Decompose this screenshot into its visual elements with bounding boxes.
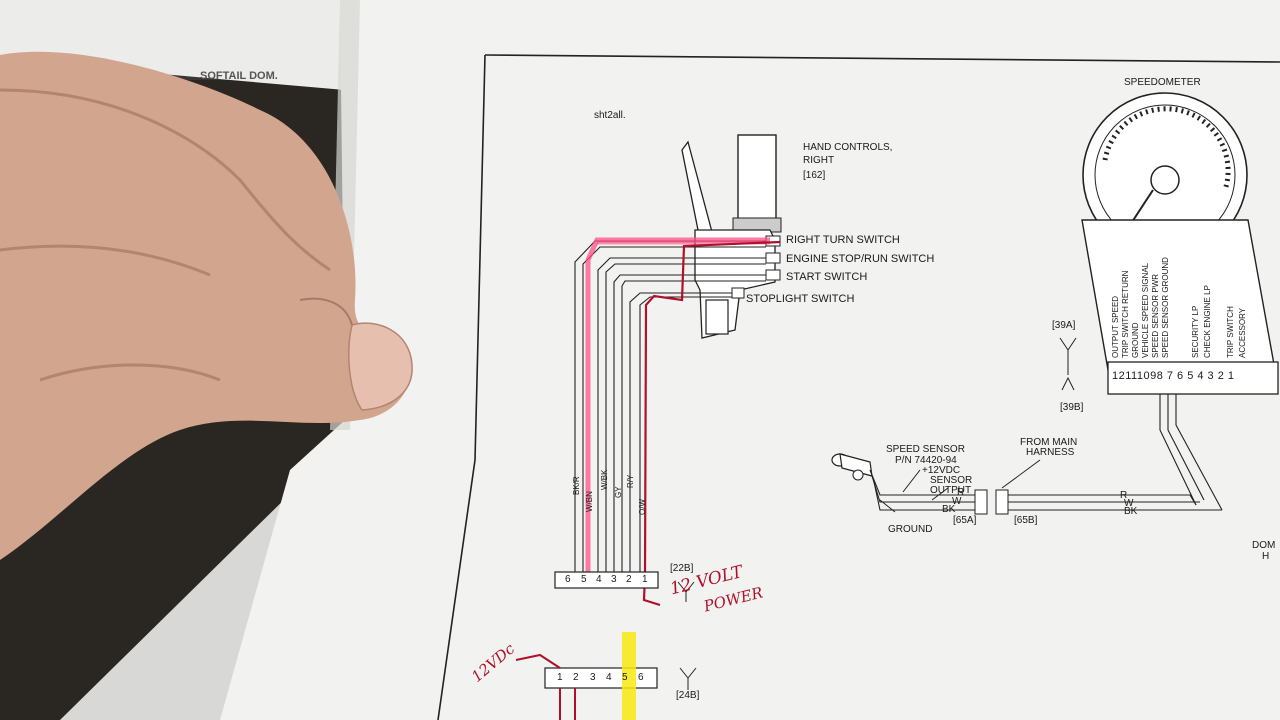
switch-label: STOPLIGHT SWITCH [746, 293, 855, 305]
connector-pin: 2 [626, 574, 632, 585]
speed-sensor-pn: P/N 74420-94 [895, 455, 957, 466]
sensor-ref-65b: [65B] [1014, 515, 1038, 526]
connector-pin: 1 [557, 672, 563, 683]
speedo-pin-function: OUTPUT SPEED [1111, 295, 1120, 358]
sensor-wire-color: R [1120, 490, 1128, 501]
speedo-pin-function: SPEED SENSOR PWR [1151, 273, 1160, 358]
speedo-pin-function: SECURITY LP [1191, 305, 1200, 358]
wire-label: R/Y [626, 474, 635, 488]
connector-pin: 1 [642, 574, 648, 585]
speed-sensor-output-2: OUTPUT [930, 485, 972, 496]
back-page-title: SOFTAIL DOM. [200, 70, 278, 82]
connector-pin: 4 [596, 574, 602, 585]
from-main-harness-1: FROM MAIN [1020, 437, 1078, 448]
connector-pin: 5 [622, 672, 628, 683]
yellow-highlight [622, 632, 636, 720]
red-pen-trace [642, 240, 781, 607]
pink-highlight-wire [585, 237, 770, 585]
speedo-pin-function: VEHICLE SPEED SIGNAL [1141, 262, 1150, 358]
connector-pin: 4 [606, 672, 612, 683]
speedo-ref-39b: [39B] [1060, 402, 1084, 413]
hand-controls-title-1: HAND CONTROLS, [803, 142, 893, 153]
speed-sensor-ground: GROUND [888, 524, 933, 535]
speedometer-title: SPEEDOMETER [1124, 77, 1201, 88]
switch-label: START SWITCH [786, 271, 868, 283]
hand-controls-ref: [162] [803, 170, 826, 181]
hand [0, 51, 413, 560]
sensor-ref-65a: [65A] [953, 515, 977, 526]
sensor-wire-color: BK [1124, 506, 1138, 517]
connector-pin: 2 [573, 672, 579, 683]
connector-pin: 3 [590, 672, 596, 683]
sensor-wire-color: BK [942, 504, 956, 515]
speed-sensor-output-1: SENSOR [930, 475, 973, 486]
connector-pin: 3 [611, 574, 617, 585]
hand-controls-title-2: RIGHT [803, 155, 835, 166]
wire-label: W/BN [585, 491, 594, 512]
speedo-pin-function: SPEED SENSOR GROUND [1161, 257, 1170, 358]
speedo-ref-39a: [39A] [1052, 320, 1076, 331]
right-edge-text-1: DOM [1252, 540, 1276, 551]
wire-label: BK/R [572, 476, 581, 495]
speedometer-connector [1107, 361, 1279, 395]
speed-sensor-12v: +12VDC [922, 465, 961, 476]
speed-sensor-icon [831, 453, 873, 481]
switch-label: RIGHT TURN SWITCH [786, 234, 900, 246]
connector-pin: 5 [581, 574, 587, 585]
wire-label: O/W [638, 499, 647, 515]
connector-22b-ref: [22B] [670, 563, 694, 574]
connector-24b-ref: [24B] [676, 690, 700, 701]
connector-pin: 6 [565, 574, 571, 585]
speedo-pin-function: TRIP SWITCH [1226, 306, 1235, 358]
speedo-pin-function: ACCESSORY [1238, 307, 1247, 358]
speedo-pin-function: TRIP SWITCH RETURN [1121, 270, 1130, 358]
sheet-id: sht2all. [594, 110, 626, 121]
sensor-wire-color: W [952, 496, 962, 507]
speedo-pin-numbers: 12111098 7 6 5 4 3 2 1 [1112, 370, 1235, 382]
speed-sensor-title: SPEED SENSOR [886, 444, 965, 455]
throttle-grip-icon [737, 134, 777, 226]
sensor-wire-color: W [1124, 498, 1134, 509]
sensor-wires [869, 469, 1222, 511]
main-paper [220, 0, 1280, 720]
right-edge-text-2: H [1262, 551, 1270, 562]
from-main-harness-2: HARNESS [1026, 447, 1075, 458]
switch-label: ENGINE STOP/RUN SWITCH [786, 253, 935, 265]
speedo-pin-function: GROUND [1131, 322, 1140, 358]
wire-label: GY [614, 486, 623, 498]
connector-22b-body [554, 571, 659, 589]
connector-pin: 6 [638, 672, 644, 683]
speedo-pin-function: CHECK ENGINE LP [1203, 285, 1212, 358]
wire-label: W/BK [600, 469, 609, 490]
sensor-wire-color: R [957, 487, 965, 498]
